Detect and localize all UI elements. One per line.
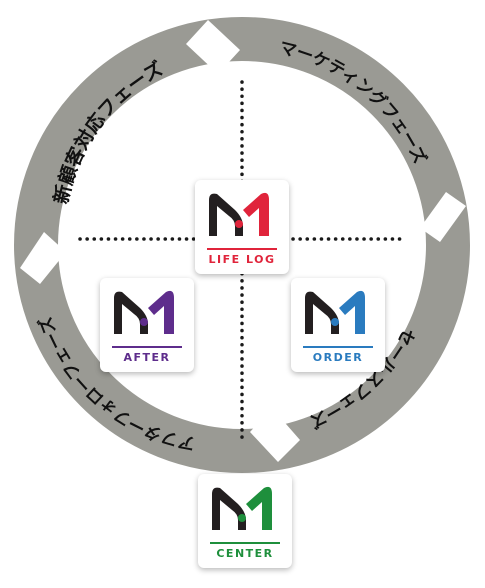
logo-underline — [210, 542, 280, 544]
ring-gap-top — [186, 20, 240, 74]
app-tile-center[interactable]: CENTER — [198, 474, 292, 568]
app-tile-lifelog[interactable]: LIFE LOG — [195, 180, 289, 274]
logo-underline — [207, 248, 277, 250]
logo-underline — [112, 346, 182, 348]
app-label-center: CENTER — [216, 547, 274, 560]
m1-logo-icon — [305, 290, 365, 334]
m1-logo-icon — [212, 486, 272, 530]
app-label-after: AFTER — [123, 351, 171, 364]
app-tile-after[interactable]: AFTER — [100, 278, 194, 372]
m1-logo-icon — [209, 192, 269, 236]
ring-gap-bottom — [250, 408, 300, 462]
ring-gap-left — [20, 232, 66, 284]
logo-underline — [303, 346, 373, 348]
ring-gap-right — [420, 192, 466, 242]
app-tile-order[interactable]: ORDER — [291, 278, 385, 372]
app-label-order: ORDER — [312, 351, 364, 364]
m1-logo-icon — [114, 290, 174, 334]
app-label-lifelog: LIFE LOG — [208, 253, 276, 266]
